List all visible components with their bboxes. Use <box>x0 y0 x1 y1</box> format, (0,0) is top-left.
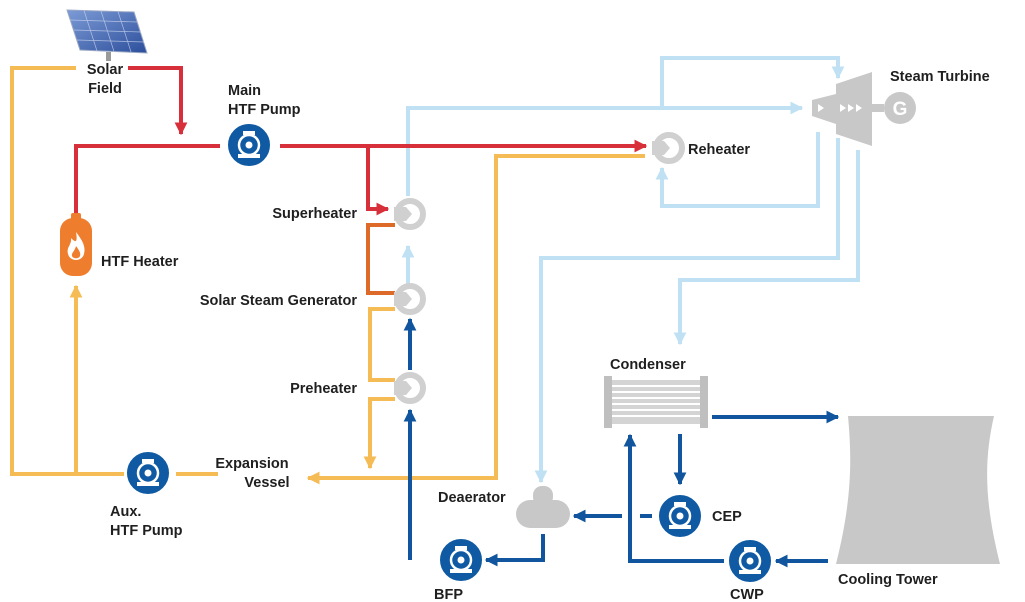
solar-field-label-line2: Field <box>88 81 122 97</box>
cwp-label: CWP <box>730 587 764 602</box>
expansion-vessel-label-line1: Expansion <box>215 456 288 472</box>
reheater-exchanger-icon <box>652 132 685 164</box>
steam-pipe-top-loop <box>660 56 845 108</box>
cold-htf-return-loop <box>10 66 124 476</box>
cep-pump-icon <box>657 493 703 539</box>
steam-pipe-turbine-to-condenser <box>673 150 860 346</box>
cwp-pump-icon <box>727 538 773 584</box>
condenser-icon <box>604 376 708 428</box>
solar-steam-generator-label: Solar Steam Generator <box>200 293 357 309</box>
htf-heater-label: HTF Heater <box>101 254 179 270</box>
steam-pipes <box>401 56 860 484</box>
bfp-pump-icon <box>438 537 484 583</box>
htf-heater-flame-icon <box>60 213 92 276</box>
cold-htf-preheater-to-vessel <box>363 397 395 470</box>
expansion-vessel-label-line2: Vessel <box>244 475 289 491</box>
water-pipe-deaerator-to-bfp <box>484 534 545 567</box>
steam-turbine-icon <box>812 72 884 146</box>
hot-htf-pipes <box>74 66 648 216</box>
steam-pipe-turbine-to-deaerator <box>534 138 840 484</box>
preheater-label: Preheater <box>290 381 357 397</box>
deaerator-icon <box>516 486 570 528</box>
main-htf-pump-label-line1: Main <box>228 83 261 99</box>
steam-pipe-superheater-to-turbine <box>406 101 804 196</box>
generator-icon: G <box>884 92 916 124</box>
cooling-tower-icon <box>836 416 1000 564</box>
deaerator-label: Deaerator <box>438 490 506 506</box>
generator-letter: G <box>893 99 908 120</box>
steam-pipe-reheater-loop <box>655 132 820 208</box>
cold-htf-pipes <box>10 66 645 485</box>
cooling-tower-label: Cooling Tower <box>838 572 938 588</box>
aux-htf-pump-label-line2: HTF Pump <box>110 523 183 539</box>
cep-label: CEP <box>712 509 742 525</box>
ssg-exchanger-icon <box>394 283 426 315</box>
hot-htf-solar-field-out <box>128 66 188 136</box>
reheater-label: Reheater <box>688 142 750 158</box>
solar-field-label-line1: Solar <box>87 62 124 78</box>
superheater-exchanger-icon <box>394 198 426 230</box>
hot-htf-to-superheater <box>366 146 390 216</box>
aux-htf-pump-label-line1: Aux. <box>110 504 141 520</box>
mid-htf-superheater-to-ssg <box>366 223 395 295</box>
aux-htf-pump-icon <box>125 450 171 496</box>
bfp-label: BFP <box>434 587 463 602</box>
cold-htf-ssg-to-preheater <box>368 307 395 382</box>
water-pipes <box>403 317 840 568</box>
cold-htf-reheater-to-vessel <box>306 154 645 485</box>
solar-panel-icon <box>66 9 148 61</box>
preheater-exchanger-icon <box>394 372 426 404</box>
condenser-label: Condenser <box>610 357 686 373</box>
main-htf-pump-label-line2: HTF Pump <box>228 102 301 118</box>
main-htf-pump-icon <box>226 122 272 168</box>
superheater-label: Superheater <box>272 206 357 222</box>
hot-htf-heater-to-pump <box>74 144 220 216</box>
steam-turbine-label: Steam Turbine <box>890 69 990 85</box>
water-pipe-cwp-to-condenser <box>623 433 724 563</box>
